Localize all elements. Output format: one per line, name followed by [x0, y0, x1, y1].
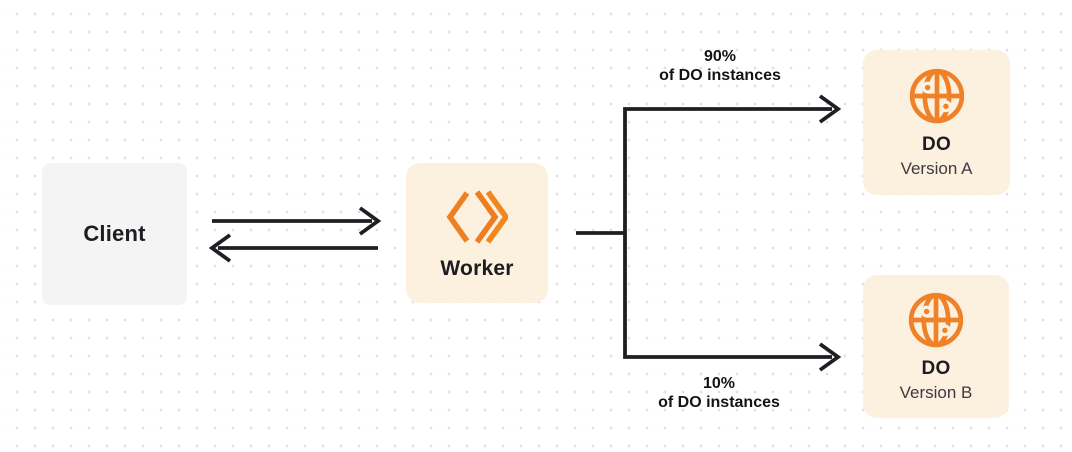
client-node: Client — [42, 163, 187, 305]
do-version-b-node: DO Version B — [863, 275, 1009, 418]
arrowhead-to-do-a — [818, 94, 842, 124]
client-label: Client — [83, 221, 146, 246]
branch-top-percent: 90% — [703, 48, 737, 65]
edge-client-to-worker — [212, 206, 382, 236]
branch-label-10-percent: 10% of DO instances — [609, 374, 829, 412]
do-version-a-node: DO Version A — [863, 50, 1010, 195]
arrowhead-to-do-b — [818, 342, 842, 372]
branch-top-caption: of DO instances — [659, 67, 781, 84]
worker-node: Worker — [406, 163, 548, 303]
durable-object-icon — [907, 66, 967, 126]
do-b-subtitle: Version B — [899, 383, 973, 402]
branch-bottom-caption: of DO instances — [658, 394, 780, 411]
worker-label: Worker — [440, 257, 514, 280]
do-b-title: DO — [921, 358, 951, 379]
branch-bottom-percent: 10% — [702, 375, 736, 392]
worker-icon — [446, 189, 508, 245]
do-a-subtitle: Version A — [900, 159, 973, 178]
do-a-title: DO — [921, 134, 952, 155]
durable-object-icon — [906, 290, 966, 350]
edge-worker-to-client — [208, 233, 378, 263]
branch-label-90-percent: 90% of DO instances — [610, 47, 830, 85]
edge-worker-branch — [576, 94, 842, 372]
